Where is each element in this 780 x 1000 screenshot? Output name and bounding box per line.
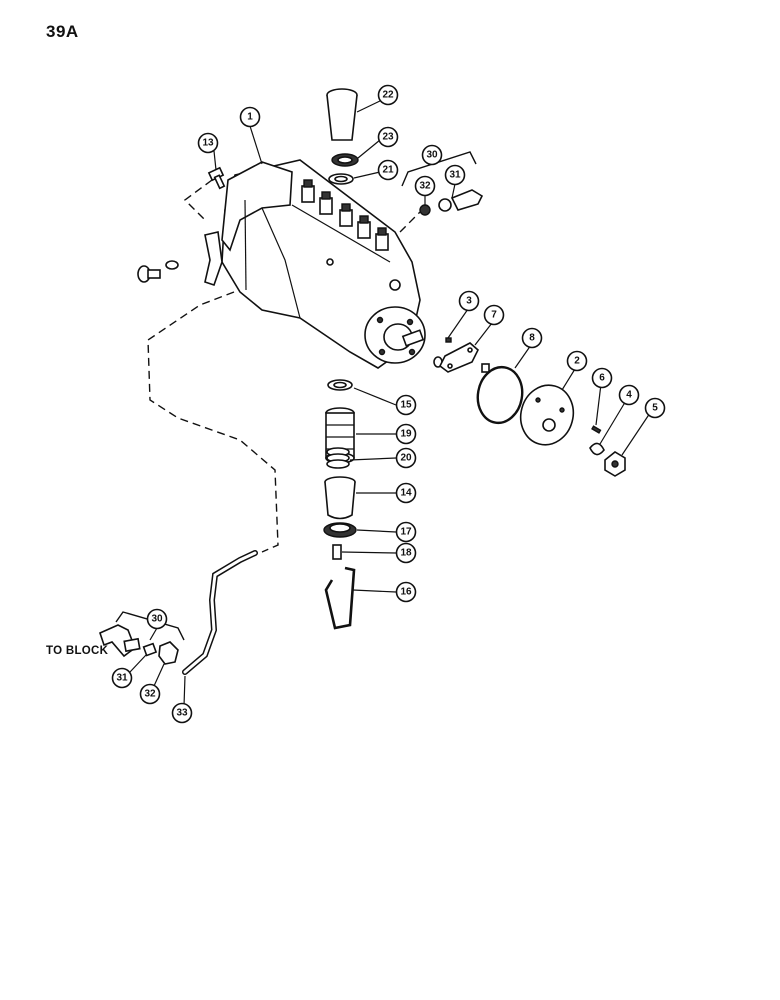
o-ring-8: [476, 365, 524, 425]
callout-30-upper: 30: [421, 144, 443, 166]
to-block-note: TO BLOCK: [46, 645, 109, 657]
callout-2: 2: [566, 350, 588, 372]
elbow-fitting-30: [99, 624, 141, 658]
callout-31-lower: 31: [111, 667, 133, 689]
callout-7: 7: [483, 304, 505, 326]
bowl-14: [324, 476, 356, 520]
callout-label: 30: [151, 614, 163, 625]
callout-label: 2: [574, 356, 580, 367]
callout-label: 15: [400, 400, 412, 411]
clamp-16: [324, 566, 356, 630]
callout-23: 23: [377, 126, 399, 148]
washer-4: [589, 442, 605, 456]
callout-30-lower: 30: [146, 608, 168, 630]
callout-32-upper: 32: [414, 175, 436, 197]
injection-pump: [204, 159, 426, 369]
callout-20: 20: [395, 447, 417, 469]
callout-19: 19: [395, 423, 417, 445]
callout-13: 13: [197, 132, 219, 154]
callout-31-upper: 31: [444, 164, 466, 186]
callout-label: 23: [382, 132, 394, 143]
callout-label: 1: [247, 112, 253, 123]
callout-18: 18: [395, 542, 417, 564]
callout-33: 33: [171, 702, 193, 724]
callout-32-lower: 32: [139, 683, 161, 705]
callout-label: 33: [176, 708, 188, 719]
callout-label: 14: [400, 488, 412, 499]
callout-label: 4: [626, 390, 632, 401]
callout-label: 20: [400, 453, 412, 464]
callout-6: 6: [591, 367, 613, 389]
leader-lines: [129, 99, 653, 707]
key-6: [591, 425, 602, 434]
callout-3: 3: [458, 290, 480, 312]
callout-label: 5: [652, 403, 658, 414]
callout-17: 17: [395, 521, 417, 543]
sleeve-31-lower: [142, 642, 158, 657]
callout-label: 6: [599, 373, 605, 384]
fitting-group-upper: [399, 189, 484, 233]
stud-18: [332, 544, 342, 560]
callout-label: 32: [144, 689, 156, 700]
callout-label: 21: [382, 165, 394, 176]
callout-label: 30: [426, 150, 438, 161]
callout-label: 18: [400, 548, 412, 559]
callout-label: 32: [419, 181, 431, 192]
callout-label: 17: [400, 527, 412, 538]
washer-21: [328, 173, 354, 185]
seal-23: [331, 153, 359, 167]
ring-17: [323, 522, 357, 538]
nut-32-lower: [158, 641, 179, 665]
callout-label: 16: [400, 587, 412, 598]
callout-16: 16: [395, 581, 417, 603]
page-number: 39A: [46, 22, 79, 41]
nut-5: [604, 451, 626, 477]
plate-7: [438, 342, 490, 373]
callout-15: 15: [395, 394, 417, 416]
callout-4: 4: [618, 384, 640, 406]
callout-label: 31: [116, 673, 128, 684]
callout-14: 14: [395, 482, 417, 504]
callout-22: 22: [377, 84, 399, 106]
fuel-pipe-33: [182, 550, 258, 675]
bolt-13: [207, 166, 226, 190]
callout-label: 22: [382, 90, 394, 101]
callout-label: 19: [400, 429, 412, 440]
callout-label: 13: [202, 138, 214, 149]
washer-15: [327, 379, 353, 391]
callout-5: 5: [644, 397, 666, 419]
mounting-screw: [137, 260, 179, 283]
callout-8: 8: [521, 327, 543, 349]
callout-label: 8: [529, 333, 535, 344]
delivery-valve-holders: [301, 179, 389, 251]
callout-1: 1: [239, 106, 261, 128]
callout-label: 7: [491, 310, 497, 321]
callout-label: 3: [466, 296, 472, 307]
callout-label: 31: [449, 170, 461, 181]
callout-21: 21: [377, 159, 399, 181]
spring-20: [326, 447, 350, 469]
filler-cap-22: [326, 88, 358, 141]
hub-2: [519, 384, 575, 446]
